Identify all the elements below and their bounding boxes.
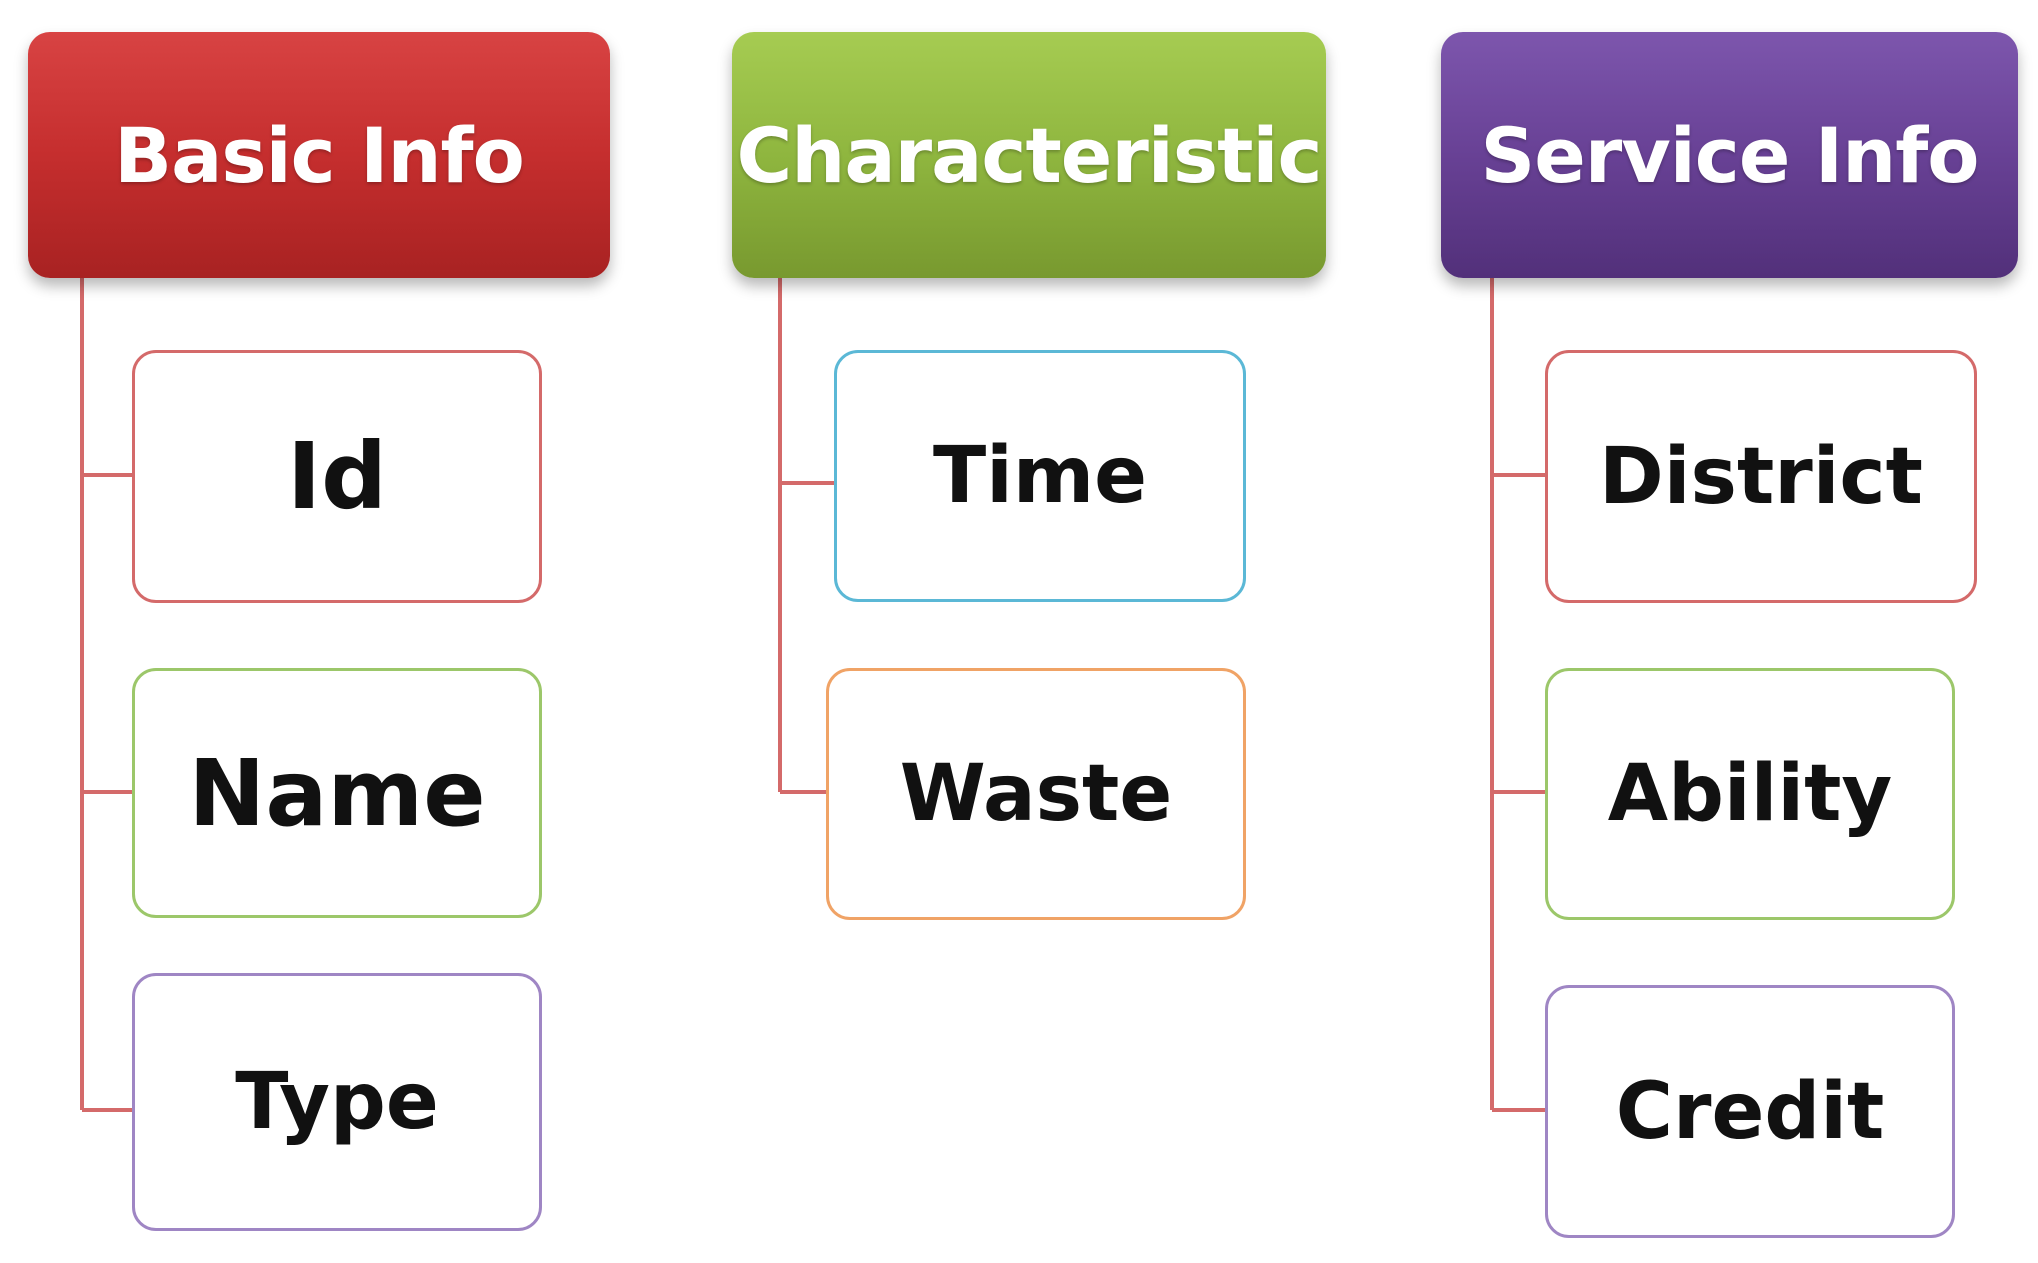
connector-service-info xyxy=(1490,278,1545,1112)
connector-basic-info xyxy=(80,278,132,1112)
node-type: Type xyxy=(132,973,542,1231)
header-service-info: Service Info xyxy=(1441,32,2018,278)
node-time: Time xyxy=(834,350,1246,602)
node-id: Id xyxy=(132,350,542,603)
node-district: District xyxy=(1545,350,1977,603)
node-name: Name xyxy=(132,668,542,918)
header-characteristic: Characteristic xyxy=(732,32,1326,278)
node-credit: Credit xyxy=(1545,985,1955,1238)
header-basic-info: Basic Info xyxy=(28,32,610,278)
node-waste: Waste xyxy=(826,668,1246,920)
node-ability: Ability xyxy=(1545,668,1955,920)
